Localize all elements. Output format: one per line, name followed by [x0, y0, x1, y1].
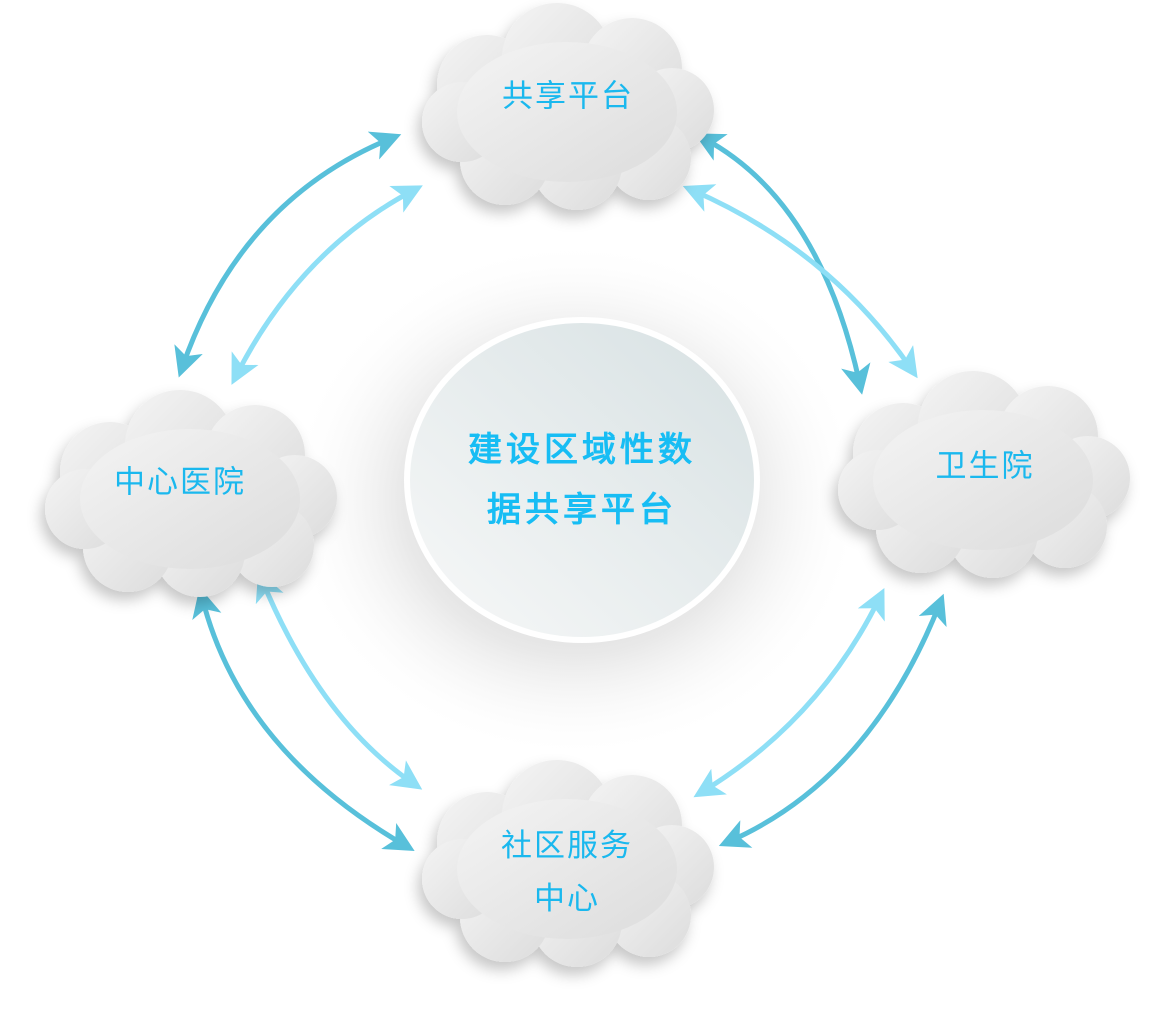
- node-health-center: 卫生院: [935, 448, 1035, 485]
- node-shared-platform: 共享平台: [502, 78, 634, 115]
- node-community-line2: 中心: [534, 881, 600, 917]
- arrow-left-top-inner: [231, 185, 423, 385]
- node-community-service-center: 社区服务 中心: [501, 820, 633, 926]
- center-title-line1: 建设区域性数: [468, 430, 696, 470]
- node-community-line1: 社区服务: [501, 828, 633, 864]
- center-title-line2: 据共享平台: [487, 490, 677, 530]
- center-title: 建设区域性数 据共享平台: [468, 420, 696, 540]
- center-disc: [410, 323, 754, 637]
- node-central-hospital: 中心医院: [114, 464, 246, 501]
- arrow-right-bottom-inner: [693, 588, 885, 798]
- arrow-top-right-inner: [682, 184, 918, 379]
- arrow-left-bottom-inner: [255, 570, 423, 790]
